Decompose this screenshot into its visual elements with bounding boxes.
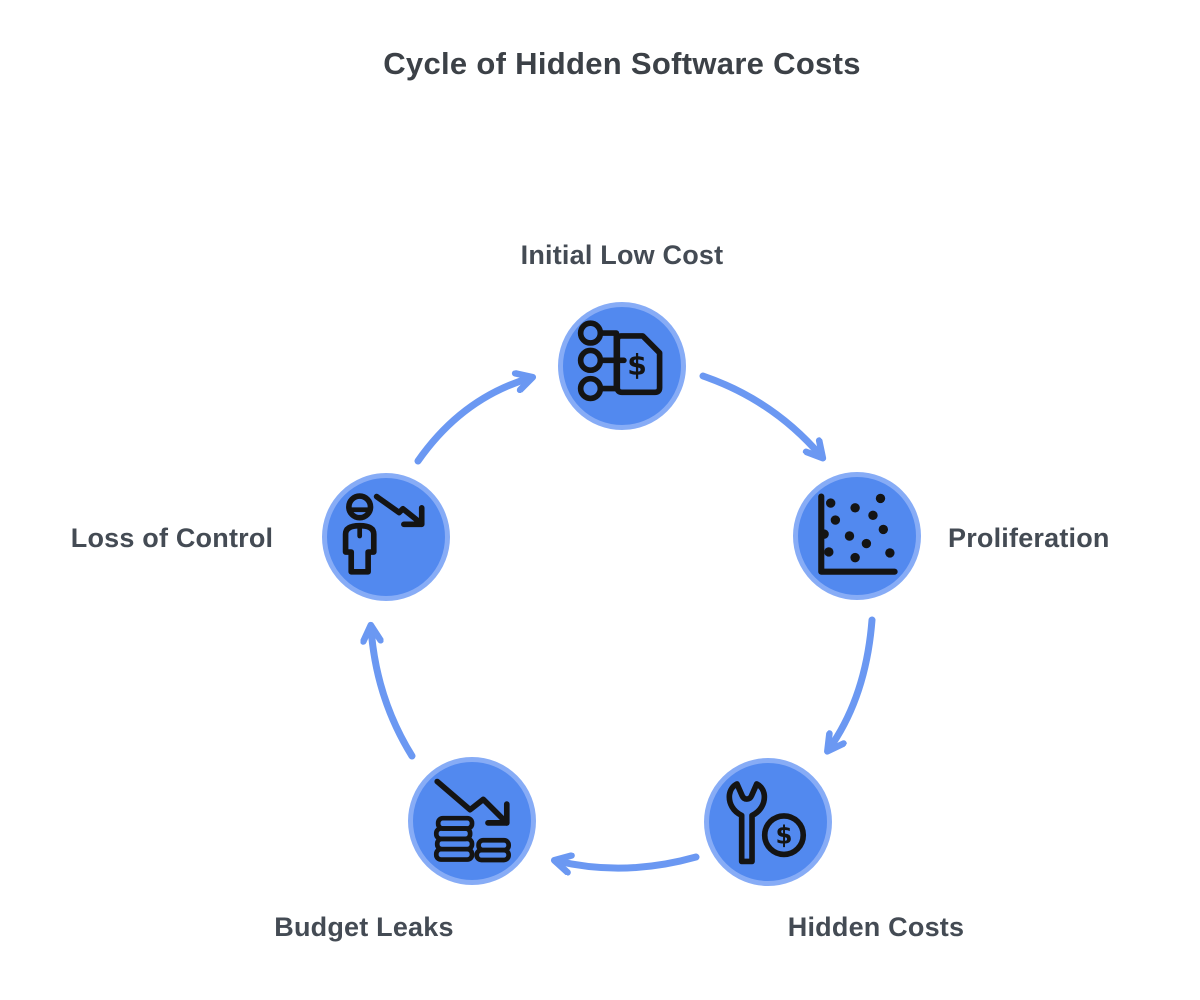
- scatter-plot-icon: [818, 493, 898, 575]
- node-budget-leaks: [408, 757, 536, 885]
- arrow-loss-of-control-to-initial-low-cost: [414, 378, 530, 465]
- arrow-proliferation-to-hidden-costs: [829, 616, 876, 749]
- person-declining-arrow-icon: [342, 493, 425, 575]
- node-loss-of-control: [322, 473, 450, 601]
- node-hidden-costs: $: [704, 758, 832, 886]
- page-title: Cycle of Hidden Software Costs: [383, 46, 861, 81]
- node-label-budget-leaks: Budget Leaks: [274, 912, 454, 942]
- dollar-tag-flowchart-icon: $: [577, 320, 663, 402]
- node-label-initial-low-cost: Initial Low Cost: [520, 240, 724, 270]
- node-label-proliferation: Proliferation: [948, 523, 1110, 553]
- node-proliferation: [793, 472, 921, 600]
- node-label-loss-of-control: Loss of Control: [70, 523, 274, 553]
- arrow-budget-leaks-to-loss-of-control: [371, 628, 416, 760]
- wrench-dollar-coin-icon: $: [726, 781, 807, 865]
- arrow-hidden-costs-to-budget-leaks: [557, 857, 700, 868]
- declining-chart-coins-icon: [433, 778, 512, 863]
- node-initial-low-cost: $: [558, 302, 686, 430]
- arrow-initial-low-cost-to-proliferation: [699, 372, 821, 456]
- dollar-symbol: $: [775, 821, 792, 850]
- node-label-hidden-costs: Hidden Costs: [787, 912, 965, 942]
- dollar-symbol: $: [627, 348, 647, 381]
